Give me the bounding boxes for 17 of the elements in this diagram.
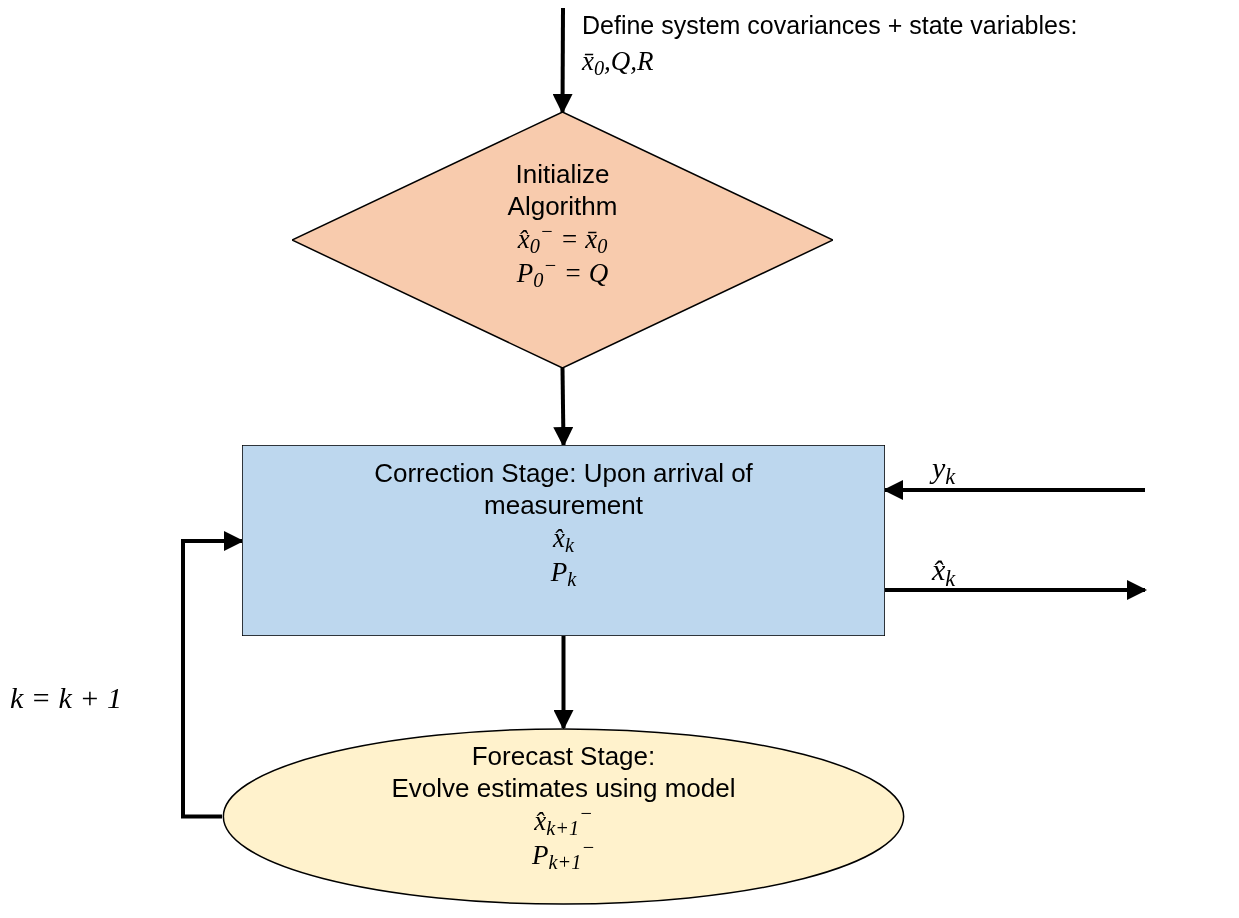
input-note: Define system covariances + state variables: bbox=[582, 10, 1078, 41]
node-title: Forecast Stage: bbox=[471, 740, 656, 772]
formula: x̂$_{0}$$^{−}$ = x̄$_{0}$ bbox=[517, 222, 608, 256]
arrow bbox=[553, 367, 574, 447]
decision-diamond bbox=[292, 112, 833, 368]
formula: P$_{0}$$^{−}$ = Q bbox=[516, 256, 609, 290]
process-box bbox=[242, 445, 885, 636]
arrow bbox=[885, 580, 1147, 600]
formula: P$_{k}$ bbox=[550, 556, 577, 589]
node-title: Initialize Algorithm bbox=[506, 158, 619, 222]
arrow bbox=[553, 636, 574, 730]
formula: x̄$_{0}$,Q,R bbox=[582, 45, 655, 80]
node-title: Evolve estimates using model bbox=[391, 772, 736, 804]
formula: x̂$_{k}$ bbox=[553, 522, 574, 555]
node-title: Correction Stage: Upon arrival of measurement bbox=[373, 457, 754, 521]
process-ellipse bbox=[222, 728, 905, 905]
arrow bbox=[552, 8, 573, 114]
